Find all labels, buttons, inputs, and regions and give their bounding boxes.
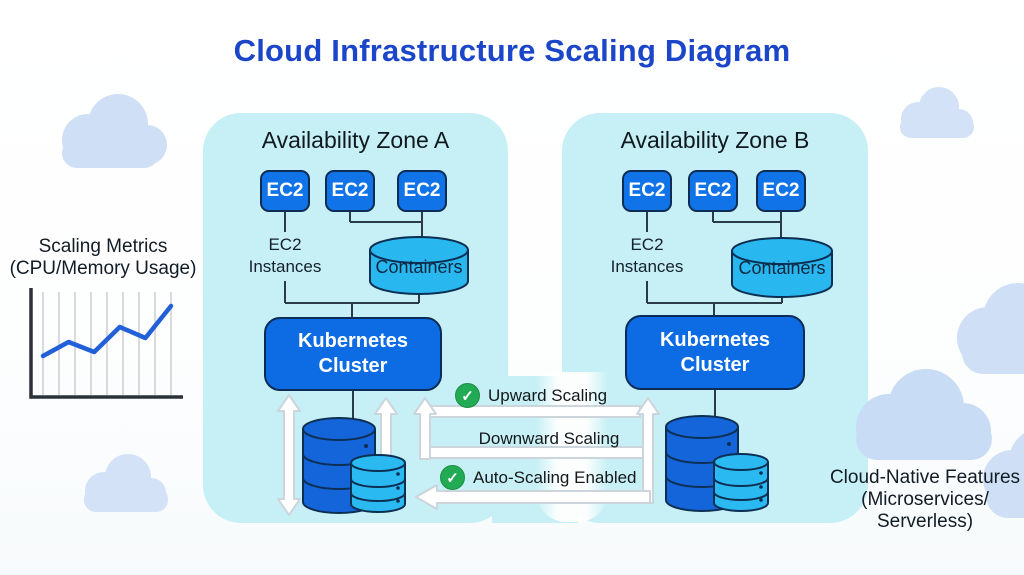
containers-cylinder bbox=[731, 237, 833, 298]
up-arrow-icon bbox=[374, 397, 398, 457]
ec2-box: EC2 bbox=[756, 170, 806, 212]
cloud-icon bbox=[900, 87, 974, 138]
zone-b-title: Availability Zone B bbox=[620, 127, 810, 153]
downward-scaling-label: Downward Scaling bbox=[478, 429, 620, 448]
ec2-box: EC2 bbox=[397, 170, 447, 212]
cloud-icon bbox=[84, 454, 168, 512]
containers-cylinder bbox=[369, 236, 469, 295]
upward-scaling-bar bbox=[427, 405, 641, 418]
metrics-line bbox=[40, 303, 174, 359]
ec2-instances-label: EC2 Instances bbox=[610, 235, 684, 276]
cloud-icon bbox=[856, 369, 992, 460]
zone-a-title: Availability Zone A bbox=[261, 127, 450, 153]
kubernetes-cluster-box: Kubernetes Cluster bbox=[264, 317, 442, 391]
page-title: Cloud Infrastructure Scaling Diagram bbox=[233, 33, 791, 68]
cloud-icon bbox=[62, 94, 167, 168]
scaling-metrics-label: Scaling Metrics (CPU/Memory Usage) bbox=[9, 236, 197, 279]
auto-scaling-label: Auto-Scaling Enabled bbox=[473, 468, 637, 487]
double-arrow-icon bbox=[277, 394, 301, 516]
chart-gridlines bbox=[42, 292, 172, 395]
ec2-box: EC2 bbox=[260, 170, 310, 212]
check-circle-icon: ✓ bbox=[440, 465, 465, 490]
cloud-icon bbox=[983, 433, 1024, 518]
database-cylinder-light bbox=[713, 453, 769, 512]
metrics-chart bbox=[29, 288, 183, 399]
containers-label: Containers bbox=[738, 258, 826, 278]
ec2-box: EC2 bbox=[325, 170, 375, 212]
zone-b-connectors bbox=[646, 212, 783, 426]
ec2-instances-label: EC2 Instances bbox=[248, 235, 322, 276]
left-arrow-icon bbox=[415, 484, 651, 510]
ec2-box: EC2 bbox=[622, 170, 672, 212]
upward-scaling-label: Upward Scaling bbox=[488, 386, 608, 405]
check-circle-icon: ✓ bbox=[455, 383, 480, 408]
containers-label: Containers bbox=[375, 257, 463, 277]
zone-a-connectors bbox=[284, 212, 423, 428]
scaling-arrows bbox=[277, 394, 660, 516]
chart-axes bbox=[29, 288, 183, 399]
ec2-box: EC2 bbox=[688, 170, 738, 212]
cloud-native-features-label: Cloud-Native Features (Microservices/ Se… bbox=[829, 467, 1021, 532]
up-arrow-icon bbox=[413, 397, 437, 460]
database-cylinder-light bbox=[350, 454, 406, 513]
cloud-icon bbox=[957, 283, 1024, 374]
kubernetes-cluster-box: Kubernetes Cluster bbox=[625, 315, 805, 390]
